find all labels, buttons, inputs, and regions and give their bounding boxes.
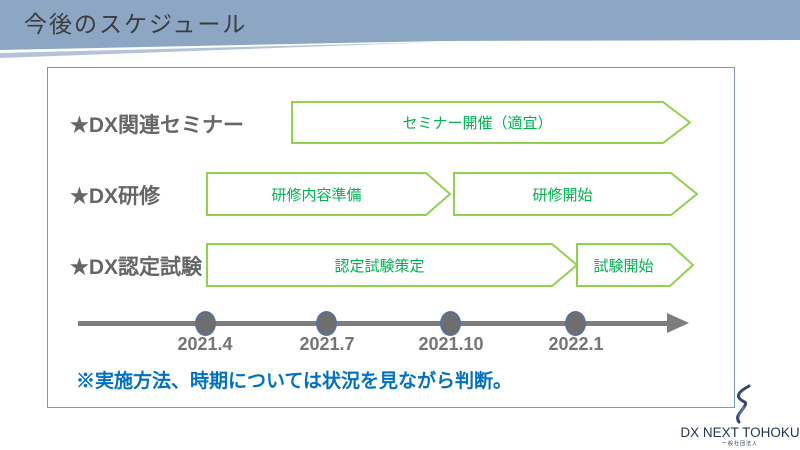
timeline-dot-2022-1 (565, 311, 586, 336)
row-label-dx-seminar: ★DX関連セミナー (70, 114, 244, 137)
slide-title: 今後のスケジュール (24, 11, 248, 37)
arrow-pentagon-shape (453, 172, 698, 216)
logo-subtext: 一般社団法人 (721, 441, 758, 447)
timeline-dot-2021-4 (195, 311, 216, 336)
logo-swirl-icon (736, 384, 751, 424)
timeline-tick-label: 2021.7 (299, 334, 355, 354)
arrow-pentagon-shape (206, 172, 451, 216)
timeline-tick-label: 2022.1 (548, 334, 604, 354)
arrow-exam-start-label: 試験開始 (593, 257, 654, 275)
timeline-tick-label: 2021.10 (418, 334, 484, 354)
timeline-arrowhead-icon (667, 313, 689, 333)
arrow-pentagon-shape (576, 243, 694, 287)
arrow-training-start-label: 研修開始 (532, 186, 593, 204)
arrow-exam-planning-label: 認定試験策定 (334, 257, 425, 275)
row-label-dx-exam: ★DX認定試験 (70, 256, 202, 279)
timeline-tick-label: 2021.4 (177, 334, 233, 354)
arrow-training-prep-label: 研修内容準備 (271, 186, 362, 204)
arrow-seminar-held: セミナー開催（適宜） (291, 101, 691, 144)
note-text: ※実施方法、時期については状況を見ながら判断。 (76, 371, 513, 392)
timeline-dot-2021-10 (440, 311, 461, 336)
schedule-panel: ★DX関連セミナー ★DX研修 ★DX認定試験 セミナー開催（適宜） 研修内容準… (47, 67, 735, 408)
arrow-pentagon-shape (206, 243, 578, 287)
timeline-dot-2021-7 (316, 311, 337, 336)
arrow-exam-start: 試験開始 (576, 243, 694, 287)
arrow-seminar-held-label: セミナー開催（適宜） (402, 115, 553, 132)
arrow-pentagon-shape (291, 101, 691, 144)
row-label-dx-training: ★DX研修 (70, 185, 160, 208)
logo: DX NEXT TOHOKU 一般社団法人 (680, 384, 800, 448)
logo-wordmark: DX NEXT TOHOKU (680, 425, 800, 440)
timeline-axis (78, 321, 670, 326)
arrow-training-start: 研修開始 (453, 172, 698, 216)
arrow-training-prep: 研修内容準備 (206, 172, 451, 216)
arrow-exam-planning: 認定試験策定 (206, 243, 578, 287)
